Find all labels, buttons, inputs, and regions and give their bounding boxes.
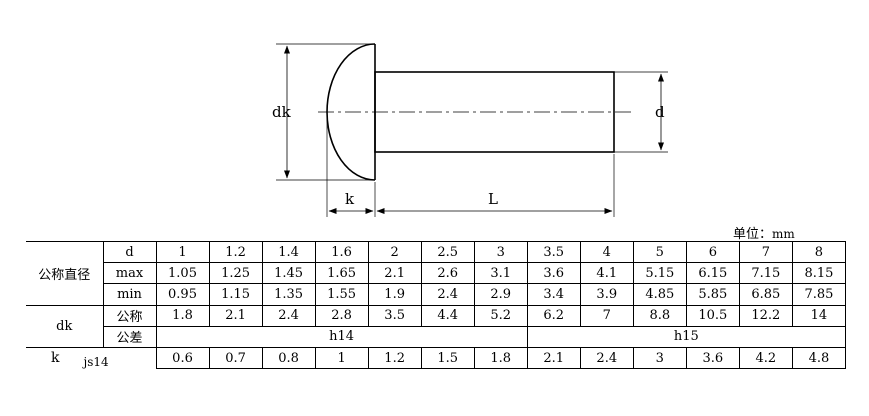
dk-value: 3.5: [367, 304, 422, 327]
rivet-drawing: dk d k L: [272, 43, 668, 217]
k-value: 0.7: [208, 346, 263, 370]
min-value: 0.95: [155, 283, 210, 306]
max-value: 7.15: [738, 262, 793, 285]
max-value: 1.45: [261, 262, 316, 285]
k-value: 1.2: [367, 346, 422, 370]
min-value: 2.4: [420, 283, 475, 306]
min-value: 5.85: [685, 283, 740, 306]
d-dimension-label: d: [655, 103, 665, 121]
d-value: 5: [632, 240, 687, 264]
dk-value: 5.2: [473, 304, 528, 327]
d-value: 4: [579, 240, 634, 264]
k-value: 3.6: [685, 346, 740, 370]
dk-value: 12.2: [738, 304, 793, 327]
row-label-max: max: [102, 262, 157, 285]
max-value: 3.6: [526, 262, 581, 285]
max-value: 3.1: [473, 262, 528, 285]
table-row-dk-nominal: dk 公称 1.8 2.1 2.4 2.8 3.5 4.4 5.2 6.2 7 …: [26, 304, 847, 348]
d-value: 2.5: [420, 240, 475, 264]
max-value: 1.25: [208, 262, 263, 285]
max-value: 4.1: [579, 262, 634, 285]
dk-value: 2.4: [261, 304, 316, 327]
dk-dimension-label: dk: [272, 103, 292, 121]
k-value: 0.8: [261, 346, 316, 370]
k-value: 4.8: [791, 346, 847, 370]
row-label-dk-tolerance: 公差: [102, 325, 157, 348]
k-value: 2.1: [526, 346, 581, 370]
dk-value: 14: [791, 304, 847, 327]
max-value: 1.65: [314, 262, 369, 285]
k-value: 3: [632, 346, 687, 370]
k-value: 1.5: [420, 346, 475, 370]
max-value: 5.15: [632, 262, 687, 285]
unit-note-label: 单位：: [733, 227, 773, 242]
tolerance-h15: h15: [526, 325, 847, 348]
table-row-max: max 1.05 1.25 1.45 1.65 2.1 2.6 3.1 3.6 …: [26, 262, 847, 285]
min-value: 3.9: [579, 283, 634, 306]
d-value: 3: [473, 240, 528, 264]
dk-value: 1.8: [155, 304, 210, 327]
max-value: 8.15: [791, 262, 847, 285]
d-value: 8: [791, 240, 847, 264]
group-nominal-diameter: 公称直径: [26, 241, 104, 306]
unit-note-unit: mm: [772, 227, 795, 241]
table-row-dk-tolerance: 公差 h14 h15: [26, 325, 847, 348]
k-value: 1.8: [473, 346, 528, 370]
d-value: 6: [685, 240, 740, 264]
d-value: 2: [367, 240, 422, 264]
max-value: 1.05: [155, 262, 210, 285]
min-value: 3.4: [526, 283, 581, 306]
d-value: 1.6: [314, 240, 369, 264]
max-value: 6.15: [685, 262, 740, 285]
row-label-d: d: [102, 240, 157, 264]
dk-value: 8.8: [632, 304, 687, 327]
group-dk: dk: [26, 304, 104, 348]
dk-value: 4.4: [420, 304, 475, 327]
table-row-min: min 0.95 1.15 1.35 1.55 1.9 2.4 2.9 3.4 …: [26, 283, 847, 306]
d-value: 1: [155, 240, 210, 264]
table-row-d: 公称直径 d 1 1.2 1.4 1.6 2 2.5 3 3.5 4 5 6 7…: [26, 240, 847, 306]
dk-value: 2.8: [314, 304, 369, 327]
min-value: 7.85: [791, 283, 847, 306]
row-label-k: k js14: [26, 346, 157, 370]
unit-note: 单位：mm: [733, 223, 795, 242]
d-value: 7: [738, 240, 793, 264]
d-value: 1.2: [208, 240, 263, 264]
min-value: 2.9: [473, 283, 528, 306]
d-value: 3.5: [526, 240, 581, 264]
k-value: 4.2: [738, 346, 793, 370]
k-symbol: k: [51, 350, 60, 367]
k-dimension-label: k: [345, 190, 355, 208]
tolerance-h14: h14: [155, 325, 528, 348]
min-value: 1.35: [261, 283, 316, 306]
min-value: 1.9: [367, 283, 422, 306]
k-tolerance: js14: [83, 355, 109, 370]
d-value: 1.4: [261, 240, 316, 264]
L-dimension-label: L: [488, 190, 498, 208]
k-value: 2.4: [579, 346, 634, 370]
dk-value: 10.5: [685, 304, 740, 327]
row-label-min: min: [102, 283, 157, 306]
row-label-dk-nominal: 公称: [102, 304, 157, 327]
min-value: 1.55: [314, 283, 369, 306]
k-value: 0.6: [155, 346, 210, 370]
min-value: 6.85: [738, 283, 793, 306]
min-value: 4.85: [632, 283, 687, 306]
dk-value: 6.2: [526, 304, 581, 327]
dk-value: 2.1: [208, 304, 263, 327]
max-value: 2.1: [367, 262, 422, 285]
dimension-table: 公称直径 d 1 1.2 1.4 1.6 2 2.5 3 3.5 4 5 6 7…: [26, 240, 847, 370]
max-value: 2.6: [420, 262, 475, 285]
min-value: 1.15: [208, 283, 263, 306]
dk-value: 7: [579, 304, 634, 327]
k-value: 1: [314, 346, 369, 370]
